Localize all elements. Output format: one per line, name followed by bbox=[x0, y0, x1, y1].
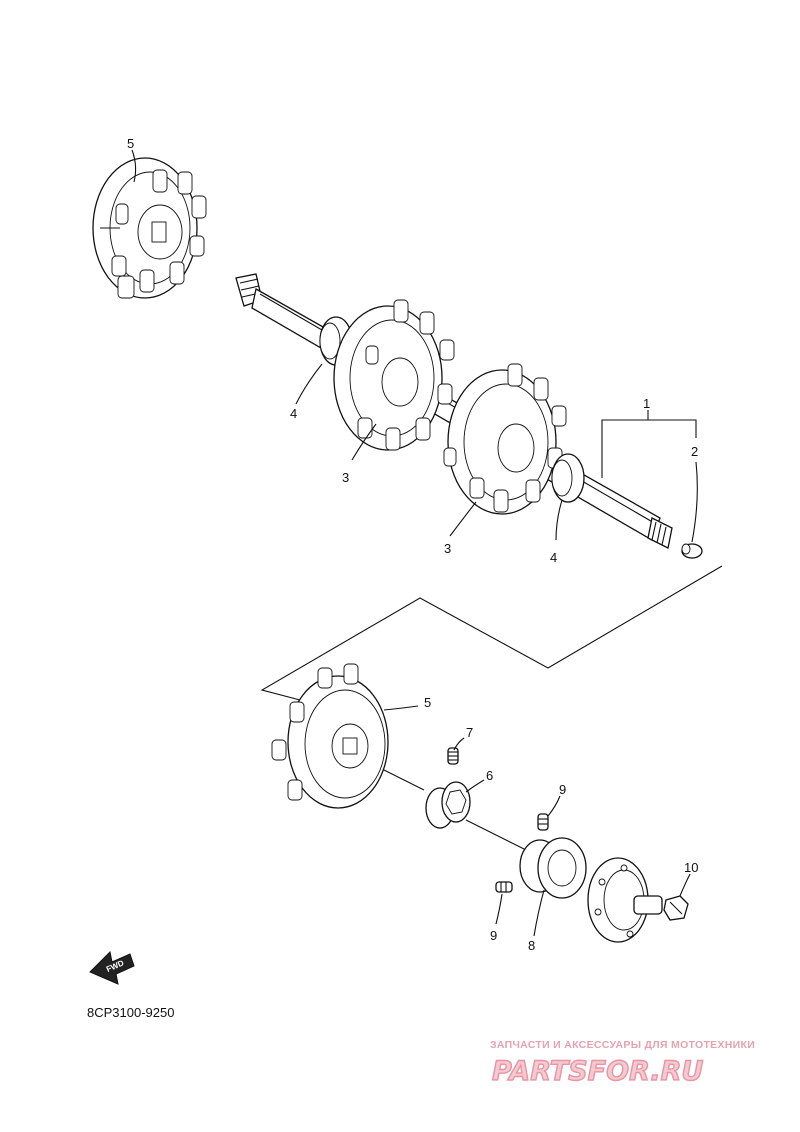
callout-9-top: 9 bbox=[559, 782, 566, 797]
set-screw-7 bbox=[447, 747, 459, 765]
hub-flange bbox=[587, 857, 663, 943]
set-screw-9b bbox=[495, 881, 513, 893]
callout-9-left: 9 bbox=[490, 928, 497, 943]
callout-10: 10 bbox=[684, 860, 698, 875]
end-wheel-upper bbox=[92, 157, 207, 299]
hex-collar-6 bbox=[425, 781, 471, 829]
callout-6: 6 bbox=[486, 768, 493, 783]
callout-1: 1 bbox=[643, 396, 650, 411]
collar-left bbox=[319, 316, 353, 366]
part-code: 8CP3100-9250 bbox=[87, 1005, 174, 1020]
bearing-8 bbox=[519, 837, 587, 899]
callout-3-left: 3 bbox=[342, 470, 349, 485]
sprocket-left bbox=[333, 299, 455, 451]
watermark: ЗАПЧАСТИ И АКСЕССУАРЫ ДЛЯ МОТОТЕХНИКИ PA… bbox=[490, 1039, 755, 1088]
callout-5-upper: 5 bbox=[127, 136, 134, 151]
callout-2: 2 bbox=[691, 444, 698, 459]
watermark-tagline: ЗАПЧАСТИ И АКСЕССУАРЫ ДЛЯ МОТОТЕХНИКИ bbox=[490, 1039, 755, 1051]
callout-8: 8 bbox=[528, 938, 535, 953]
watermark-logo: PARTSFOR.RU bbox=[492, 1056, 703, 1087]
callout-7: 7 bbox=[466, 725, 473, 740]
connection-lines bbox=[260, 565, 723, 851]
shaft-plug bbox=[681, 543, 703, 559]
callout-4-right: 4 bbox=[550, 550, 557, 565]
end-wheel-lower bbox=[271, 663, 389, 809]
callout-5-lower: 5 bbox=[424, 695, 431, 710]
leader-lines bbox=[131, 149, 698, 937]
callout-4-left: 4 bbox=[290, 406, 297, 421]
collar-right bbox=[551, 453, 585, 503]
callout-3-right: 3 bbox=[444, 541, 451, 556]
fwd-arrow-icon: FWD bbox=[89, 950, 135, 985]
callout-labels: 5 4 3 3 4 1 2 5 7 6 9 9 8 10 bbox=[127, 136, 698, 953]
set-screw-9a bbox=[537, 813, 549, 831]
sprocket-right bbox=[443, 363, 567, 515]
nut-10 bbox=[663, 895, 689, 921]
